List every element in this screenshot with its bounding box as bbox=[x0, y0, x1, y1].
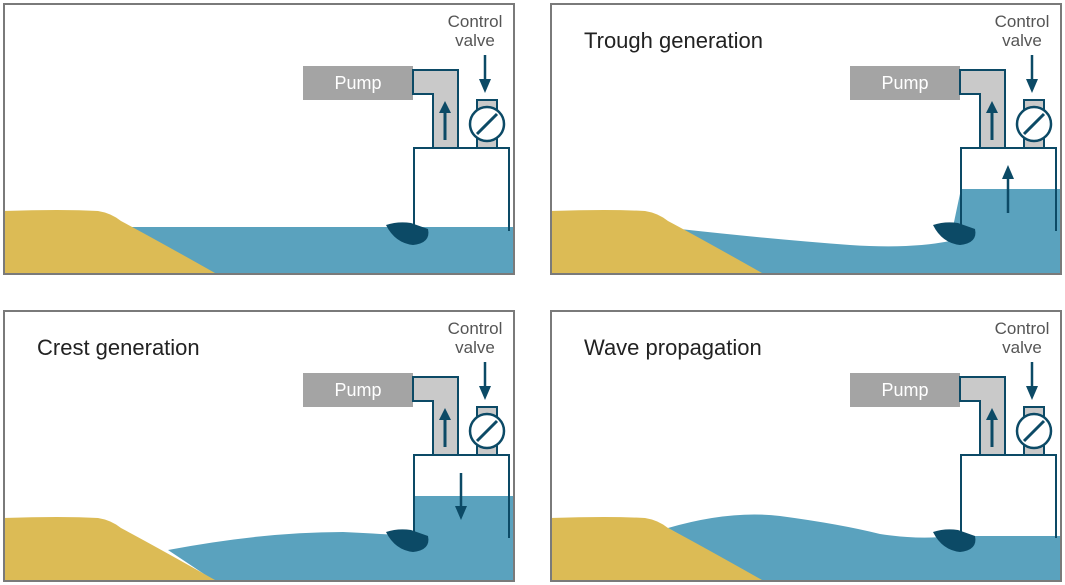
valve-label-line2: valve bbox=[1002, 31, 1042, 50]
pipe bbox=[959, 376, 1006, 456]
pump-box bbox=[850, 373, 960, 407]
up-arrow-icon bbox=[986, 101, 998, 113]
tank-walls bbox=[960, 147, 1057, 231]
up-arrow-icon bbox=[439, 408, 451, 420]
down-arrow-icon bbox=[479, 386, 491, 400]
panel-frame bbox=[3, 3, 515, 275]
panel-title: Wave propagation bbox=[584, 335, 762, 360]
panel-still-water: Pump Control valve bbox=[3, 3, 515, 277]
valve-label-line2: valve bbox=[1002, 338, 1042, 357]
up-arrow-icon bbox=[1002, 165, 1014, 179]
tank-walls bbox=[413, 147, 510, 231]
water-body bbox=[680, 189, 1062, 273]
panel-2-diagram: Trough generation Pump Control valve bbox=[550, 3, 1062, 275]
pump-box bbox=[303, 66, 413, 100]
down-arrow-icon bbox=[1026, 79, 1038, 93]
paddle-flap-icon bbox=[386, 222, 429, 245]
pump-box bbox=[850, 66, 960, 100]
pump-label: Pump bbox=[881, 73, 928, 93]
water-body bbox=[668, 514, 1062, 580]
panel-3-diagram: Crest generation Pump Control valve bbox=[3, 310, 515, 582]
valve-label-line1: Control bbox=[995, 12, 1050, 31]
panel-frame bbox=[3, 310, 515, 582]
panel-frame bbox=[550, 3, 1062, 275]
pipe bbox=[959, 69, 1006, 149]
pipe bbox=[412, 376, 459, 456]
panel-trough-generation: Trough generation Pump Control valve bbox=[550, 3, 1062, 277]
valve-label-line1: Control bbox=[448, 12, 503, 31]
paddle-flap-icon bbox=[933, 222, 976, 245]
valve-label-line2: valve bbox=[455, 31, 495, 50]
up-arrow-icon bbox=[986, 408, 998, 420]
tank-walls bbox=[960, 454, 1057, 538]
down-arrow-icon bbox=[1026, 386, 1038, 400]
down-arrow-icon bbox=[479, 79, 491, 93]
up-arrow-icon bbox=[439, 101, 451, 113]
paddle-flap-icon bbox=[386, 529, 429, 552]
paddle-flap-icon bbox=[933, 529, 976, 552]
sand-beach bbox=[550, 517, 762, 580]
pump-label: Pump bbox=[881, 380, 928, 400]
panel-title: Trough generation bbox=[584, 28, 763, 53]
valve-label-line1: Control bbox=[448, 319, 503, 338]
valve-label-line2: valve bbox=[455, 338, 495, 357]
panel-title: Crest generation bbox=[37, 335, 200, 360]
pump-label: Pump bbox=[334, 380, 381, 400]
tank-walls bbox=[413, 454, 510, 538]
panel-1-diagram: Pump Control valve bbox=[3, 3, 515, 275]
panel-crest-generation: Crest generation Pump Control valve bbox=[3, 310, 515, 584]
panel-frame bbox=[550, 310, 1062, 582]
pump-label: Pump bbox=[334, 73, 381, 93]
sand-beach bbox=[3, 517, 215, 580]
water-body bbox=[168, 496, 515, 580]
pipe bbox=[412, 69, 459, 149]
panel-4-diagram: Wave propagation Pump Control valve bbox=[550, 310, 1062, 582]
panel-wave-propagation: Wave propagation Pump Control valve bbox=[550, 310, 1062, 584]
pump-box bbox=[303, 373, 413, 407]
valve-label-line1: Control bbox=[995, 319, 1050, 338]
down-arrow-icon bbox=[455, 506, 467, 520]
sand-beach bbox=[3, 210, 215, 273]
sand-beach bbox=[550, 210, 762, 273]
